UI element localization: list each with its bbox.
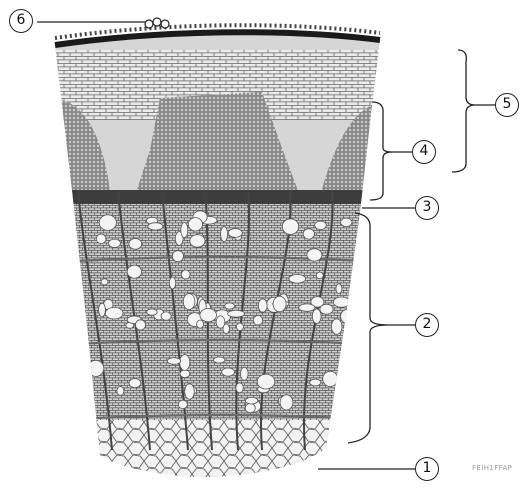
watermark-text: FEIH1FFAP (472, 464, 512, 472)
vessel-cell (336, 284, 342, 294)
pith-region (40, 420, 400, 498)
vessel-cell (96, 234, 106, 244)
cambium-band (40, 190, 400, 204)
vessel-cell (228, 229, 242, 238)
vessel-cell (312, 309, 321, 323)
vessel-cell (221, 227, 228, 242)
vessel-cell (181, 223, 188, 238)
vessel-cell (216, 316, 225, 328)
vessel-cell (315, 221, 327, 229)
vessel-cell (109, 239, 121, 247)
vessel-cell (88, 360, 104, 376)
vessel-cell (188, 218, 202, 231)
vessel-cell (213, 357, 225, 363)
vessel-cell (289, 275, 306, 284)
vessel-cell (241, 367, 249, 380)
label-3: 3 (415, 196, 439, 220)
label-4: 4 (412, 140, 436, 164)
vessel-cell (200, 309, 217, 322)
bracket-5 (452, 50, 475, 172)
vessel-cell (180, 355, 190, 371)
vessel-cell (331, 319, 342, 334)
vessel-cell (190, 235, 205, 248)
vessel-cell (236, 383, 243, 393)
vessel-cell (129, 379, 141, 388)
vessel-cell (316, 272, 323, 279)
vessel-cell (161, 312, 171, 320)
vessel-cell (257, 374, 275, 389)
vessel-cell (172, 251, 183, 262)
vessel-cell (135, 320, 145, 330)
vessel-cell (303, 229, 314, 239)
vessel-cell (99, 215, 116, 231)
vessel-cell (282, 219, 298, 235)
vessel-cell (228, 310, 245, 317)
vessel-cell (258, 299, 267, 312)
vessel-cell (127, 265, 141, 278)
vessel-cell (333, 297, 350, 307)
vessel-cell (236, 323, 243, 331)
vessel-cell (307, 249, 322, 261)
vessel-cell (167, 358, 180, 365)
label-6: 6 (9, 9, 33, 33)
bracket-4 (370, 102, 392, 200)
vessel-cell (181, 270, 190, 279)
vessel-cell (245, 403, 255, 412)
vessel-cell (341, 309, 355, 323)
vessel-cell (178, 400, 187, 408)
vessel-cell (320, 304, 333, 314)
vessel-cell (253, 315, 262, 325)
vessel-cell (323, 371, 338, 386)
vessel-cell (185, 384, 195, 399)
vessel-cell (310, 379, 321, 386)
vessel-cell (101, 279, 108, 285)
lenticel (145, 18, 169, 28)
vessel-cell (99, 303, 106, 316)
vessel-cell (105, 307, 123, 319)
label-2: 2 (415, 313, 439, 337)
vessel-cell (169, 277, 175, 289)
vessel-cell (273, 296, 286, 312)
label-5: 5 (495, 93, 519, 117)
label-1: 1 (415, 457, 439, 481)
vessel-cell (117, 387, 124, 396)
vessel-cell (180, 370, 190, 378)
vessel-cell (183, 294, 195, 310)
vessel-cell (280, 395, 293, 410)
vessel-cell (129, 239, 142, 250)
vessel-cell (299, 304, 315, 311)
stem-wedge (40, 20, 400, 498)
vessel-cell (148, 223, 163, 230)
vessel-cell (225, 303, 235, 309)
vessel-cell (147, 309, 158, 315)
vessel-cell (245, 397, 257, 404)
vessel-cell (222, 368, 235, 376)
vessel-cell (341, 218, 352, 226)
vessel-cell (197, 320, 204, 328)
